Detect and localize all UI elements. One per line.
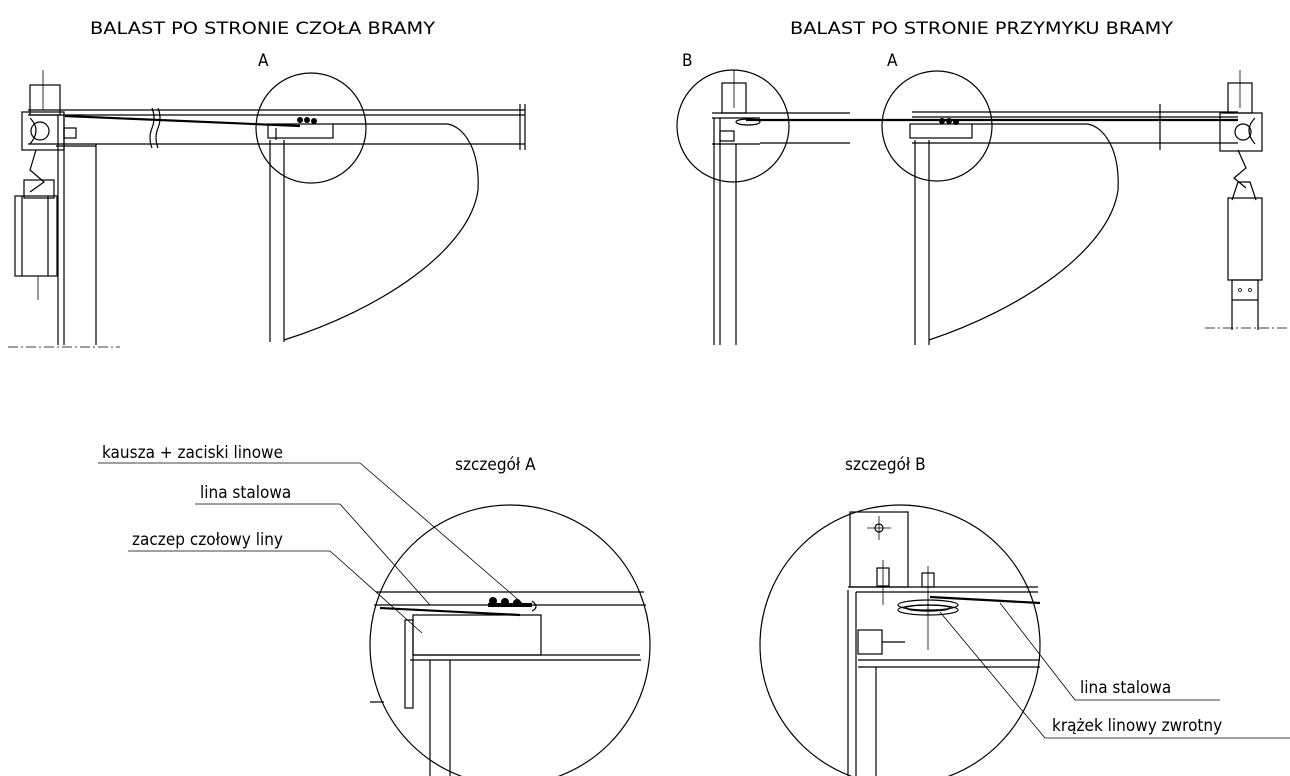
label-krazek: krążek linowy zwrotny	[1052, 716, 1222, 736]
marker-a-right: A	[887, 51, 898, 71]
detail-b-view: szczegół B lina stalowa krą	[759, 455, 1290, 776]
label-kausza: kausza + zaciski linowe	[102, 443, 283, 463]
left-gate-view	[8, 70, 526, 348]
detail-a-view: szczegół A kausza + zaciski linowe lina …	[98, 443, 651, 776]
detail-b-title: szczegół B	[845, 455, 926, 475]
right-view-title: BALAST PO STRONIE PRZYMYKU BRAMY	[790, 19, 1174, 39]
label-zaczep: zaczep czołowy liny	[132, 530, 283, 550]
detail-a-title: szczegół A	[455, 455, 536, 475]
marker-a-left: A	[258, 51, 269, 71]
right-gate-view	[676, 69, 1290, 345]
label-lina-a: lina stalowa	[200, 483, 291, 503]
left-view-title: BALAST PO STRONIE CZOŁA BRAMY	[90, 19, 436, 39]
label-lina-b: lina stalowa	[1080, 678, 1171, 698]
marker-b: B	[682, 51, 693, 71]
